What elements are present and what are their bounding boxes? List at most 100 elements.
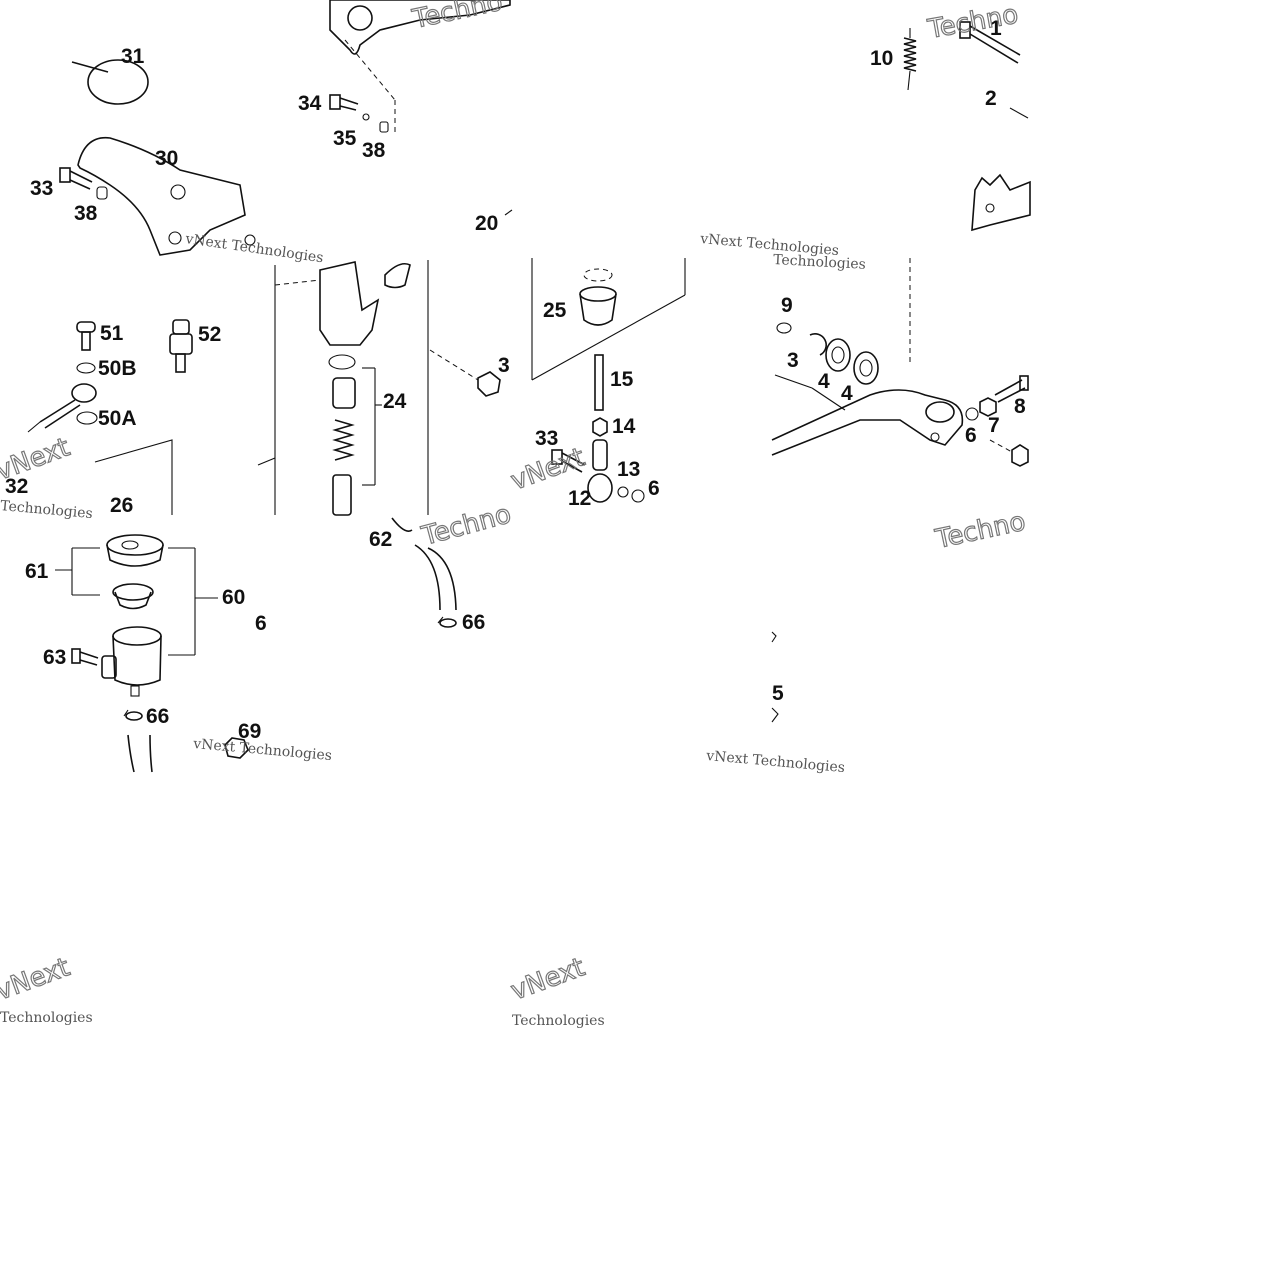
callout-31: 31 [121, 45, 145, 68]
reservoir-cap [106, 534, 164, 567]
callout-38: 38 [362, 139, 386, 162]
callout-62: 62 [369, 528, 392, 551]
washer [776, 322, 792, 334]
callout-1: 1 [990, 17, 1002, 40]
hose [127, 734, 153, 773]
tile-middle: 25 15 14 33 13 12 6 vNext [507, 258, 686, 510]
tile-top-left: 31 30 33 38 34 35 38 20 vNext Technologi… [30, 0, 513, 266]
callout-25: 25 [543, 299, 567, 322]
hose-clamp [123, 709, 143, 721]
bolt [59, 167, 93, 190]
callout-34: 34 [298, 92, 322, 115]
tile-middle-right: 9 3 4 4 6 7 8 Technologies Techno [771, 252, 1029, 556]
clevis [587, 439, 613, 503]
callout-14: 14 [612, 415, 636, 438]
cable-tie [71, 59, 149, 105]
callout-13: 13 [617, 458, 640, 481]
callout-4: 4 [841, 382, 853, 405]
tile-lower-right: 5 vNext Technologies [705, 631, 846, 776]
tile-lower-middle: 62 66 Techno [369, 499, 515, 634]
footrest [971, 173, 1031, 232]
bearing [853, 351, 879, 385]
callout-24: 24 [383, 390, 407, 413]
callout-33: 33 [30, 177, 53, 200]
bolt [71, 648, 99, 666]
watermark-outline: Techno [925, 0, 1020, 45]
bearing [825, 338, 851, 372]
part-fragment [771, 707, 779, 723]
callout-7: 7 [988, 414, 1000, 437]
threaded-rod [594, 354, 604, 411]
callout-66: 66 [462, 611, 485, 634]
callout-35: 35 [333, 127, 357, 150]
washer [617, 486, 629, 498]
circlip [809, 333, 827, 356]
watermark-outline: vNext [0, 432, 74, 486]
callout-20: 20 [475, 212, 498, 235]
banjo-fitting [27, 383, 97, 433]
watermark-text: vNext Technologies [705, 748, 846, 776]
bracket-plate [77, 136, 256, 256]
callout-61: 61 [25, 560, 49, 583]
long-bolt [959, 21, 1021, 64]
callout-30: 30 [155, 147, 178, 170]
callout-66: 66 [146, 705, 169, 728]
callout-4: 4 [818, 370, 830, 393]
callout-33: 33 [535, 427, 558, 450]
watermark-outline: vNext [507, 952, 589, 1006]
bleeder-screw [76, 321, 96, 351]
brake-light-switch [169, 319, 193, 373]
callout-38: 38 [74, 202, 98, 225]
reservoir-body [101, 626, 162, 697]
callout-50a: 50A [98, 407, 137, 430]
master-cylinder [257, 260, 429, 515]
nut-hex [1011, 444, 1029, 467]
watermark-text: vNext Technologies [192, 736, 333, 764]
callout-2: 2 [985, 87, 997, 110]
diaphragm [112, 583, 154, 610]
watermark-outline: Techno [932, 507, 1028, 555]
hose-clamp [437, 616, 457, 628]
pivot-bolt [994, 375, 1029, 403]
callout-9: 9 [781, 294, 793, 317]
callout-15: 15 [610, 368, 634, 391]
circlip [583, 268, 613, 282]
callout-6: 6 [965, 424, 977, 447]
callout-63: 63 [43, 646, 66, 669]
nut [631, 489, 645, 503]
watermark-text: Technologies [773, 252, 866, 273]
spring [903, 28, 917, 91]
dust-boot [579, 286, 617, 326]
bolt [551, 449, 586, 473]
nut-hex [592, 417, 608, 437]
watermark-text: Technologies [512, 1013, 605, 1029]
part-fragment [771, 631, 777, 643]
nut [96, 186, 108, 200]
tile-middle-left: 51 52 50B 50A 32 26 24 3 vNext Technolog… [0, 260, 510, 522]
callout-32: 32 [5, 475, 28, 498]
callout-3: 3 [787, 349, 799, 372]
nut-hex [477, 371, 501, 397]
seal-ring [76, 362, 96, 374]
hose [391, 517, 457, 611]
push-rod [332, 474, 352, 516]
callout-52: 52 [198, 323, 221, 346]
callout-8: 8 [1014, 395, 1026, 418]
washer [965, 407, 979, 421]
callout-3: 3 [498, 354, 510, 377]
tile-bottom-fragments: vNext Technologies vNext Technologies [0, 952, 605, 1029]
callout-6: 6 [648, 477, 660, 500]
watermark-outline: vNext [0, 952, 74, 1006]
callout-69: 69 [238, 720, 261, 743]
callout-6: 6 [255, 612, 267, 635]
mount-housing [329, 0, 511, 135]
callout-60: 60 [222, 586, 245, 609]
callout-51: 51 [100, 322, 124, 345]
o-ring [328, 354, 356, 370]
callout-10: 10 [870, 47, 893, 70]
watermark-text: Technologies [0, 1010, 93, 1026]
watermark-text: Technologies [0, 498, 93, 522]
brake-pedal [771, 389, 964, 456]
watermark-outline: Techno [409, 0, 505, 35]
seal-ring [76, 411, 98, 425]
